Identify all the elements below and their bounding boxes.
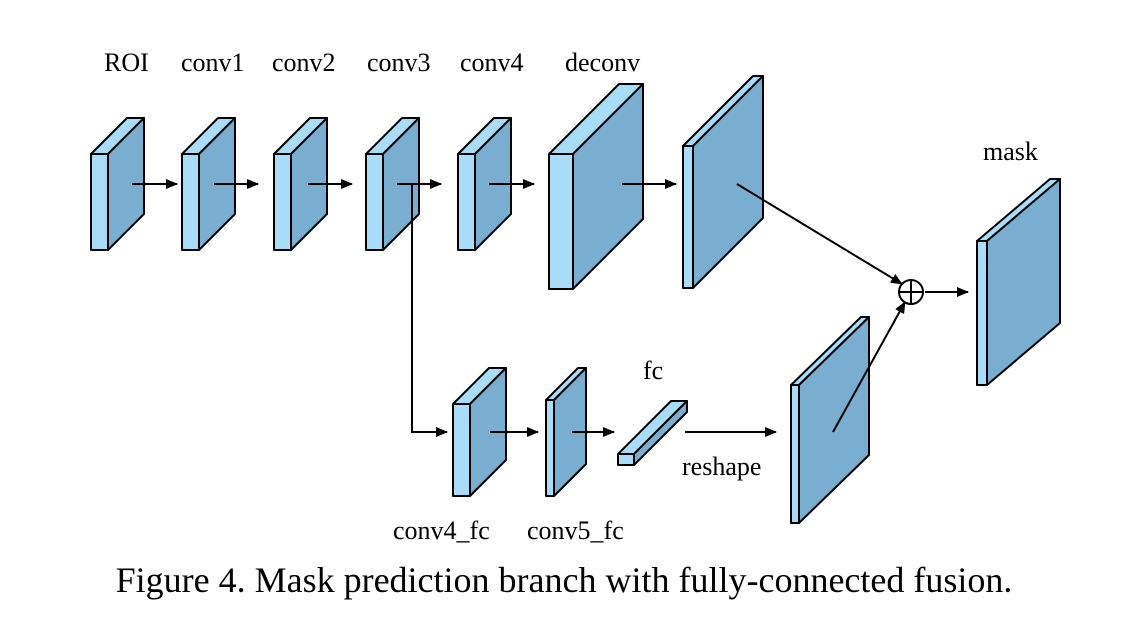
label-fc: fc	[643, 356, 664, 385]
block-deconv2	[682, 75, 764, 289]
block-mask	[976, 178, 1061, 386]
label-mask: mask	[983, 137, 1038, 166]
block-fc	[617, 400, 688, 466]
block-conv5-fc	[545, 367, 587, 497]
label-conv4: conv4	[460, 48, 524, 77]
label-deconv: deconv	[565, 48, 641, 77]
label-roi: ROI	[104, 48, 149, 77]
label-conv4-fc: conv4_fc	[393, 516, 490, 545]
block-conv4-fc	[452, 367, 507, 497]
label-conv3: conv3	[367, 48, 431, 77]
block-deconv1	[548, 83, 644, 290]
label-conv5-fc: conv5_fc	[527, 516, 624, 545]
label-conv1: conv1	[181, 48, 245, 77]
arrow-branch-conv4fc	[411, 184, 448, 437]
arrow-deconv-fusion	[736, 183, 903, 285]
figure-caption: Figure 4. Mask prediction branch with fu…	[115, 560, 1013, 600]
block-reshape	[790, 316, 870, 524]
arrow-reshape-fusion	[832, 301, 906, 433]
diagram-canvas	[90, 75, 1061, 524]
fusion-sum-icon	[898, 279, 924, 305]
arrows-layer	[132, 179, 969, 437]
label-reshape: reshape	[682, 452, 762, 481]
label-conv2: conv2	[272, 48, 336, 77]
block-roi	[90, 117, 145, 251]
